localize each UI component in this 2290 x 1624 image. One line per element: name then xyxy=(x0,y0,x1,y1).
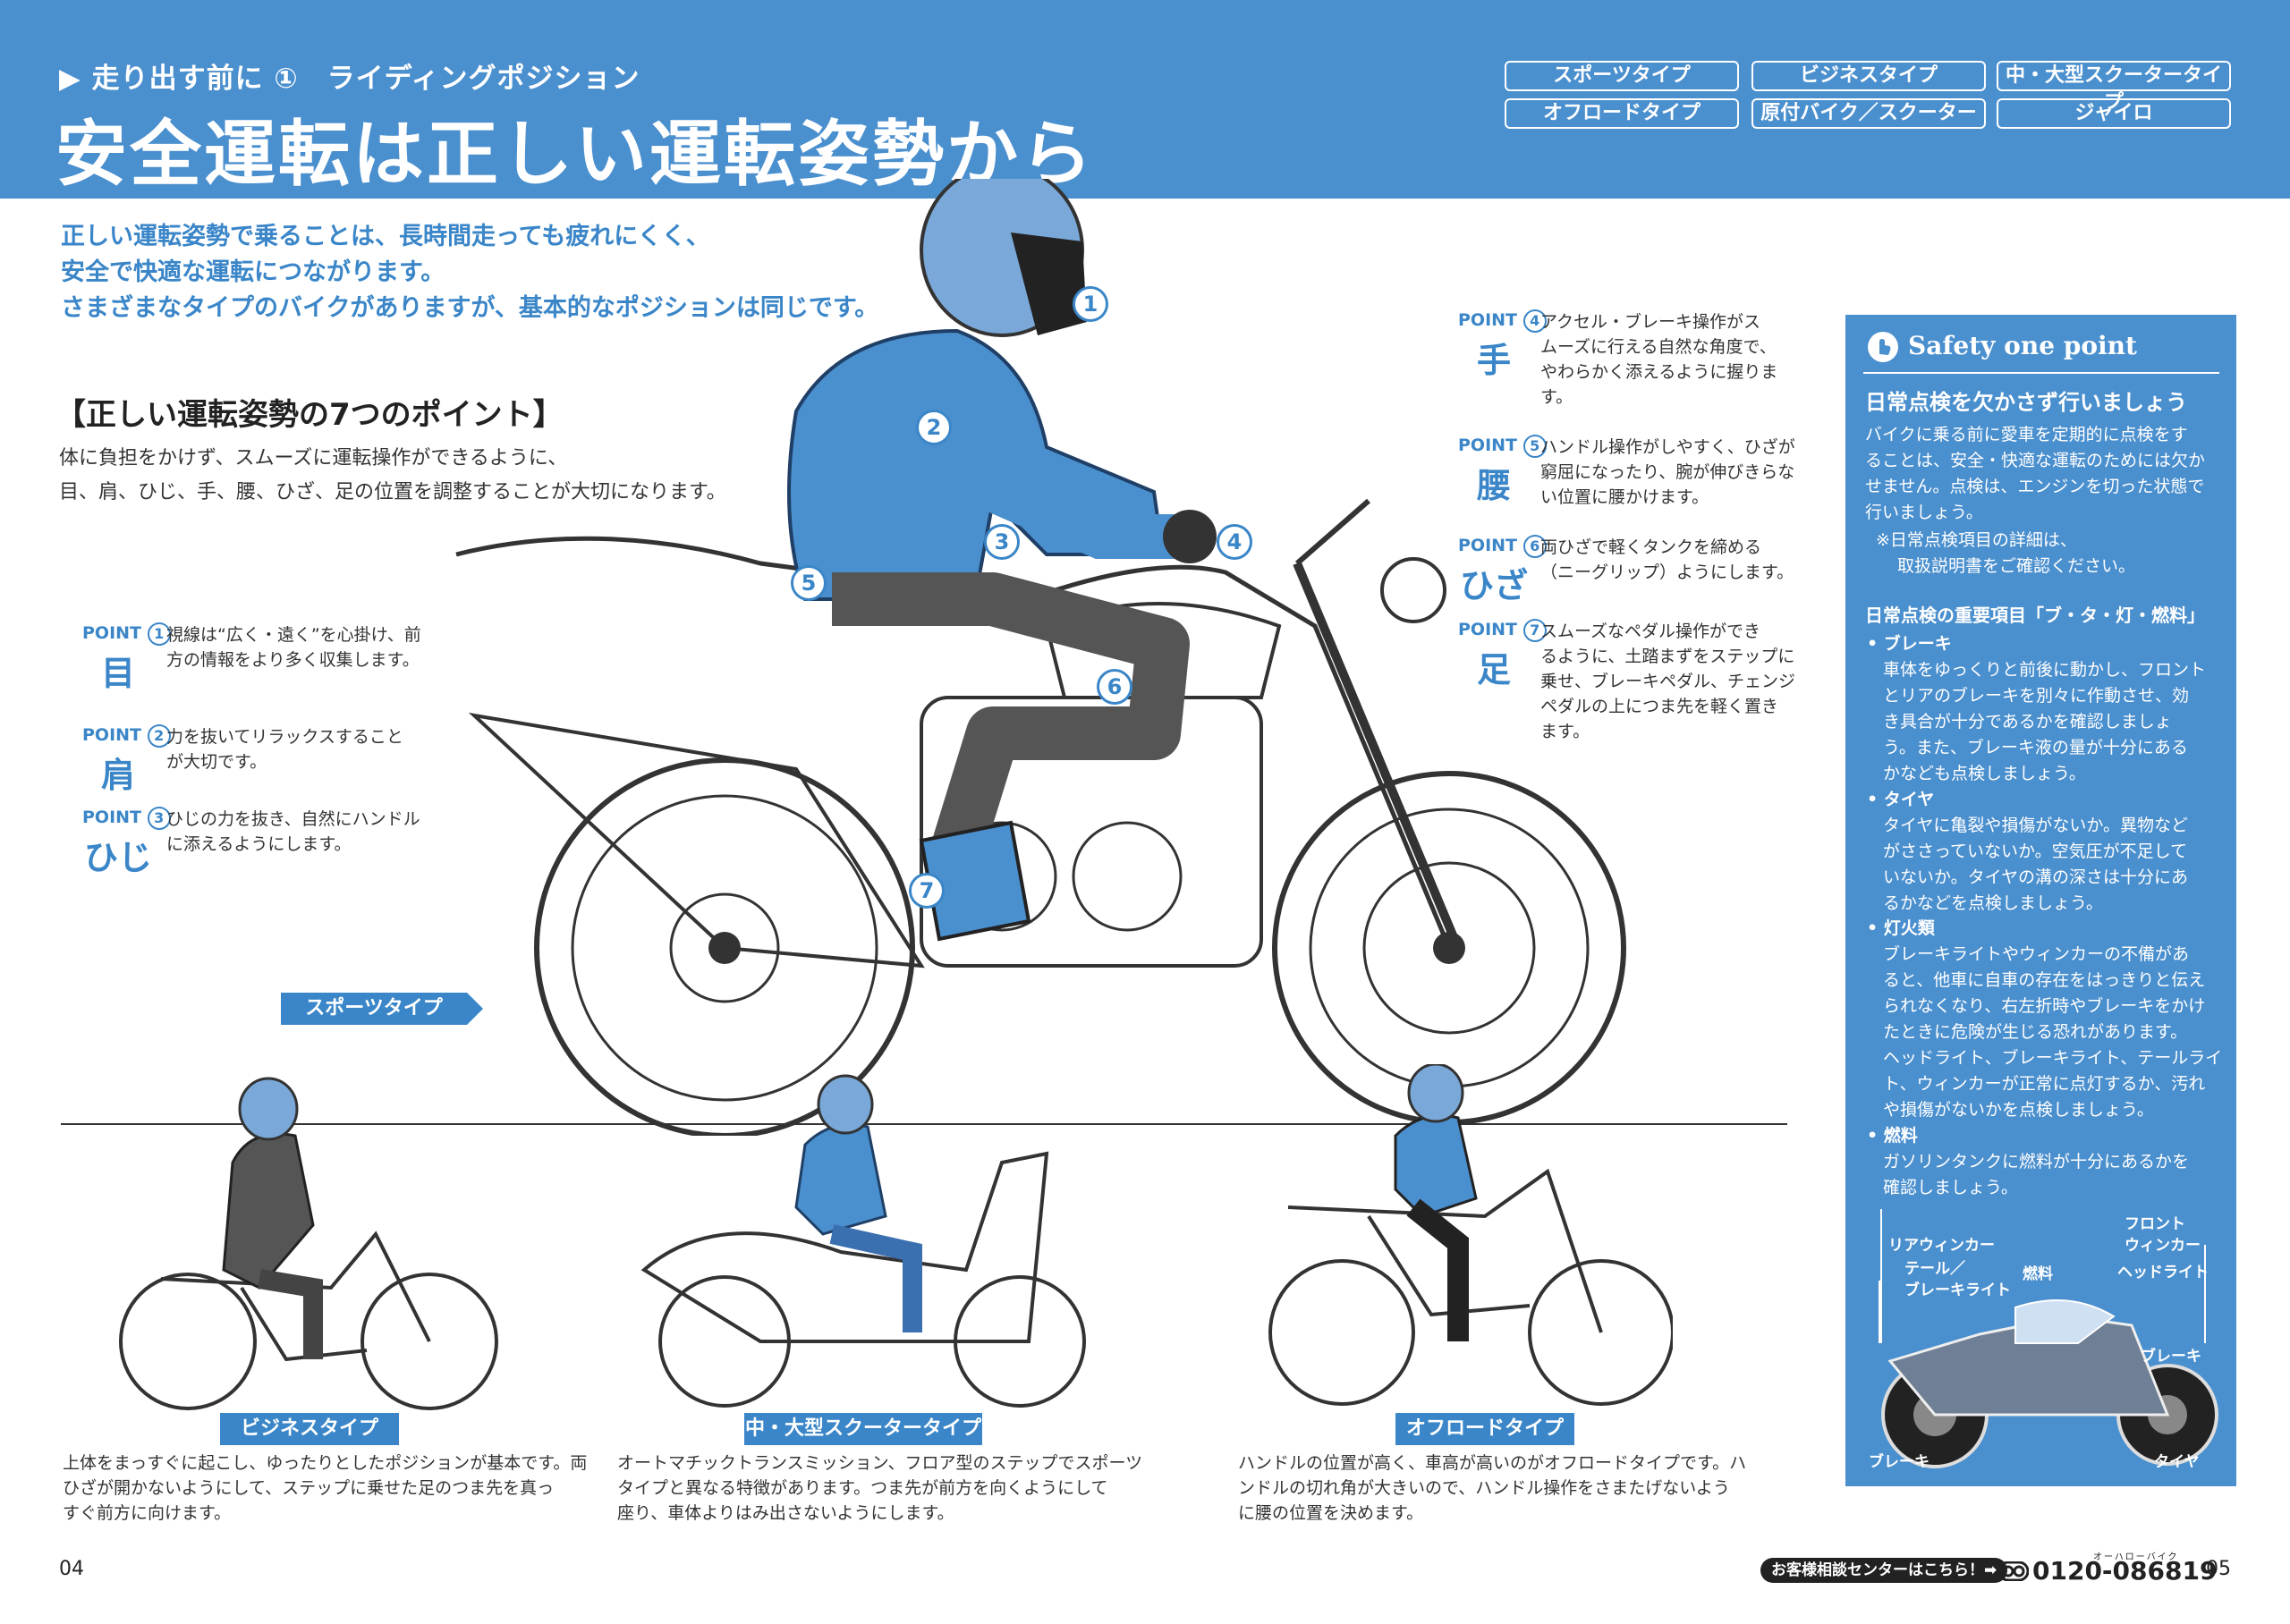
inspection-bike-diagram xyxy=(1879,1209,2218,1468)
diagram-label: ブレーキライト xyxy=(1904,1281,2011,1299)
figure-number: 6 xyxy=(1097,669,1132,705)
diagram-label: 燃料 xyxy=(2023,1265,2053,1283)
breadcrumb: ▶ 走り出す前に ① ライディングポジション xyxy=(59,63,640,95)
diagram-label: タイヤ xyxy=(2154,1453,2200,1471)
seven-points-desc: 体に負担をかけず、スムーズに運転操作ができるように、 xyxy=(59,447,568,469)
tab-sports-type[interactable]: スポーツタイプ xyxy=(1505,61,1739,91)
point-6: POINT 6 ひざ xyxy=(1458,535,1547,607)
figure-number: 5 xyxy=(791,565,827,601)
safety-intro: バイクに乗る前に愛車を定期的に点検をすることは、安全・快適な運転のためには欠かせ… xyxy=(1865,425,2206,522)
scooter-type-desc: オートマチックトランスミッション、フロア型のステップでスポーツタイプと異なる特徴… xyxy=(617,1453,1143,1523)
tab-moped-type[interactable]: 原付バイク／スクーター xyxy=(1751,98,1986,129)
point-desc: ハンドル操作がしやすく、ひざが窮屈になったり、腕が伸びきらない位置に腰かけます。 xyxy=(1540,437,1795,507)
figure-number: 7 xyxy=(909,873,945,909)
point-1: POINT 1 目 xyxy=(82,622,171,695)
point-body-part: 足 xyxy=(1476,650,1511,689)
tab-offroad-type[interactable]: オフロードタイプ xyxy=(1505,98,1739,129)
diagram-label: ヘッドライト xyxy=(2117,1264,2209,1281)
tab-business-type[interactable]: ビジネスタイプ xyxy=(1751,61,1986,91)
safety-one-point-panel: Safety one point 日常点検を欠かさず行いましょう バイクに乗る前… xyxy=(1845,315,2236,1486)
seven-points-desc: 目、肩、ひじ、手、腰、ひざ、足の位置を調整することが大切になります。 xyxy=(59,481,726,503)
hand-point-icon xyxy=(1868,332,1898,362)
seven-points-heading: 【正しい運転姿勢の7つのポイント】 xyxy=(55,397,564,433)
figure-number: 1 xyxy=(1073,286,1108,322)
point-desc: ひじの力を抜き、自然にハンドルに添えるようにします。 xyxy=(166,809,420,854)
phone-number[interactable]: 0120-086819 xyxy=(2032,1556,2218,1586)
point-3: POINT 3 ひじ xyxy=(82,807,171,879)
safety-title: Safety one point xyxy=(1908,331,2137,360)
safety-item-brake: • ブレーキ 車体をゆっくりと前後に動かし、フロントとリアのブレーキを別々に作動… xyxy=(1867,634,2207,783)
point-desc: 力を抜いてリラックスすることが大切です。 xyxy=(166,727,403,772)
diagram-label: リアウィンカー xyxy=(1888,1237,1995,1255)
offroad-type-badge: オフロードタイプ xyxy=(1395,1413,1574,1445)
badge-arrow-icon xyxy=(467,993,483,1025)
point-desc: 視線は“広く・遠く”を心掛け、前方の情報をより多く収集します。 xyxy=(166,625,421,670)
figure-number: 4 xyxy=(1217,524,1252,560)
safety-item-tire: • タイヤ タイヤに亀裂や損傷がないか。異物などがささっていないか。空気圧が不足… xyxy=(1867,790,2189,913)
point-body-part: 手 xyxy=(1476,341,1511,380)
diagram-label: ウィンカー xyxy=(2125,1237,2201,1255)
offroad-type-desc: ハンドルの位置が高く、車高が高いのがオフロードタイプです。ハンドルの切れ角が大き… xyxy=(1238,1453,1747,1523)
diagram-label: フロント xyxy=(2125,1215,2185,1233)
tab-scooter-type[interactable]: 中・大型スクータータイプ xyxy=(1997,61,2231,114)
safety-items-heading: 日常点検の重要項目「ブ・タ・灯・燃料」 xyxy=(1865,605,2205,626)
business-bike-illustration xyxy=(119,1077,498,1410)
scooter-illustration xyxy=(640,1074,1086,1408)
page-number-right: 05 xyxy=(2206,1558,2231,1580)
intro-line: 正しい運転姿勢で乗ることは、長時間走っても疲れにくく、 xyxy=(61,223,710,250)
sports-type-badge: スポーツタイプ xyxy=(281,993,467,1025)
diagram-label: ブレーキ xyxy=(1869,1453,1930,1471)
safety-item-fuel: • 燃料 ガソリンタンクに燃料が十分にあるかを確認しましょう。 xyxy=(1867,1126,2190,1197)
point-body-part: 肩 xyxy=(100,756,135,795)
point-body-part: 腰 xyxy=(1476,466,1511,505)
point-desc: スムーズなペダル操作ができるように、土踏まずをステップに乗せ、ブレーキペダル、チ… xyxy=(1540,622,1796,741)
scooter-type-badge: 中・大型スクータータイプ xyxy=(744,1413,982,1445)
point-7: POINT 7 足 xyxy=(1458,619,1547,691)
business-type-desc: 上体をまっすぐに起こし、ゆったりとしたポジションが基本です。両ひざが開かないよう… xyxy=(63,1453,588,1523)
phone-ruby: オーハローバイク xyxy=(2093,1552,2179,1562)
point-body-part: ひじ xyxy=(83,838,152,877)
free-dial-icon xyxy=(1998,1561,2029,1581)
safety-divider xyxy=(1863,372,2219,374)
offroad-bike-illustration xyxy=(1268,1064,1673,1406)
page-number-left: 04 xyxy=(59,1558,84,1580)
figure-number: 3 xyxy=(984,524,1020,560)
point-desc: アクセル・ブレーキ操作がスムーズに行える自然な角度で、やわらかく添えるように握り… xyxy=(1540,312,1778,407)
tab-gyro-type[interactable]: ジャイロ xyxy=(1997,98,2231,129)
safety-item-lights: • 灯火類 ブレーキライトやウィンカーの不備があると、他車に自車の存在をはっきり… xyxy=(1867,918,2223,1120)
point-4: POINT 4 手 xyxy=(1458,309,1547,382)
page-title: 安全運転は正しい運転姿勢から xyxy=(55,113,1095,196)
safety-subtitle: 日常点検を欠かさず行いましょう xyxy=(1865,390,2187,415)
sports-bike-illustration xyxy=(455,179,1626,1136)
figure-number: 2 xyxy=(916,410,952,445)
point-2: POINT 2 肩 xyxy=(82,724,171,797)
ground-line xyxy=(61,1123,1787,1125)
point-desc: 両ひざで軽くタンクを締める（ニーグリップ）ようにします。 xyxy=(1540,537,1794,582)
business-type-badge: ビジネスタイプ xyxy=(220,1413,399,1445)
point-body-part: 目 xyxy=(100,654,135,693)
contact-center-link[interactable]: お客様相談センターはこちら！➡ xyxy=(1760,1558,2008,1583)
point-body-part: ひざ xyxy=(1459,566,1528,605)
intro-line: 安全で快適な運転につながります。 xyxy=(61,258,445,286)
diagram-label: ブレーキ xyxy=(2141,1348,2201,1366)
intro-line: さまざまなタイプのバイクがありますが、基本的なポジションは同じです。 xyxy=(61,294,879,322)
point-5: POINT 5 腰 xyxy=(1458,435,1547,507)
safety-note: ※日常点検項目の詳細は、取扱説明書をご確認ください。 xyxy=(1876,530,2136,576)
diagram-label: テール／ xyxy=(1904,1260,1965,1278)
